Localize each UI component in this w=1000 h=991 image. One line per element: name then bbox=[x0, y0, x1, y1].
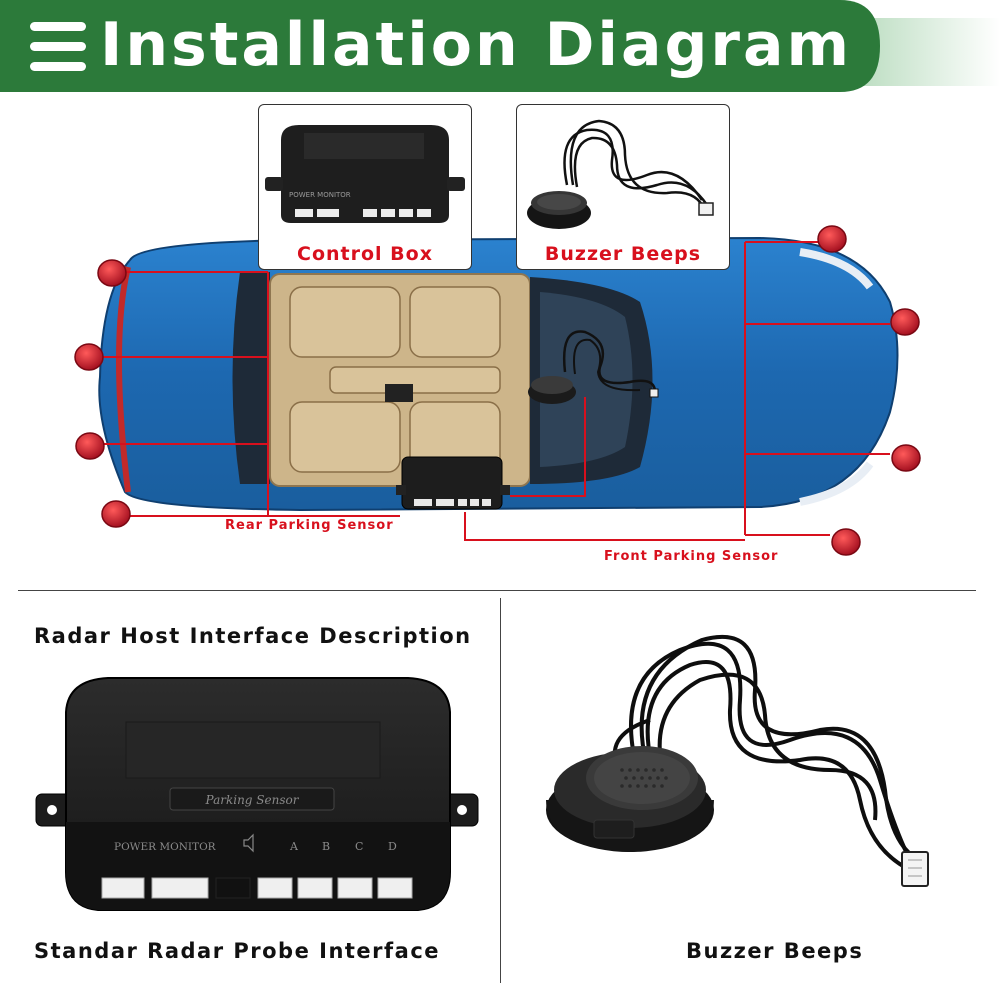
control-box-image: POWER MONITOR bbox=[265, 125, 465, 223]
host-title: Radar Host Interface Description bbox=[34, 624, 472, 648]
vertical-divider bbox=[500, 598, 501, 983]
banner-shape bbox=[0, 0, 1000, 92]
control-box-inset: POWER MONITOR Control Box bbox=[258, 104, 472, 270]
control-box-mini bbox=[396, 456, 510, 510]
buzzer-inset: Buzzer Beeps bbox=[516, 104, 730, 270]
box-print: POWER MONITOR bbox=[289, 191, 351, 199]
header-banner: Installation Diagram bbox=[0, 0, 1000, 92]
control-box-label: Control Box bbox=[297, 243, 433, 265]
buzzer-large-image bbox=[546, 634, 929, 887]
car-illustration bbox=[74, 225, 921, 556]
rear-sensor-label: Rear Parking Sensor bbox=[225, 518, 394, 533]
port-letter-a: A bbox=[289, 840, 299, 853]
box-front-print: POWER MONITOR bbox=[114, 841, 217, 853]
buzzer-label: Buzzer Beeps bbox=[544, 243, 702, 265]
probe-title: Standar Radar Probe Interface bbox=[34, 939, 441, 963]
port-letter-b: B bbox=[322, 840, 330, 853]
port-letter-d: D bbox=[388, 840, 397, 853]
page-title: Installation Diagram bbox=[100, 10, 853, 80]
buzzer-image bbox=[527, 119, 714, 229]
port-letter-c: C bbox=[355, 840, 363, 853]
buzzer-title: Buzzer Beeps bbox=[686, 939, 864, 963]
horizontal-divider bbox=[18, 590, 976, 591]
buzzer-mini bbox=[528, 330, 659, 404]
installation-diagram: POWER MONITOR Control Box Buzz bbox=[0, 92, 1000, 582]
menu-icon bbox=[30, 22, 86, 72]
label-plate-text: Parking Sensor bbox=[205, 793, 300, 807]
radar-host-image: Parking Sensor POWER MONITOR A B C D bbox=[35, 677, 479, 911]
front-sensor-label: Front Parking Sensor bbox=[604, 549, 779, 564]
